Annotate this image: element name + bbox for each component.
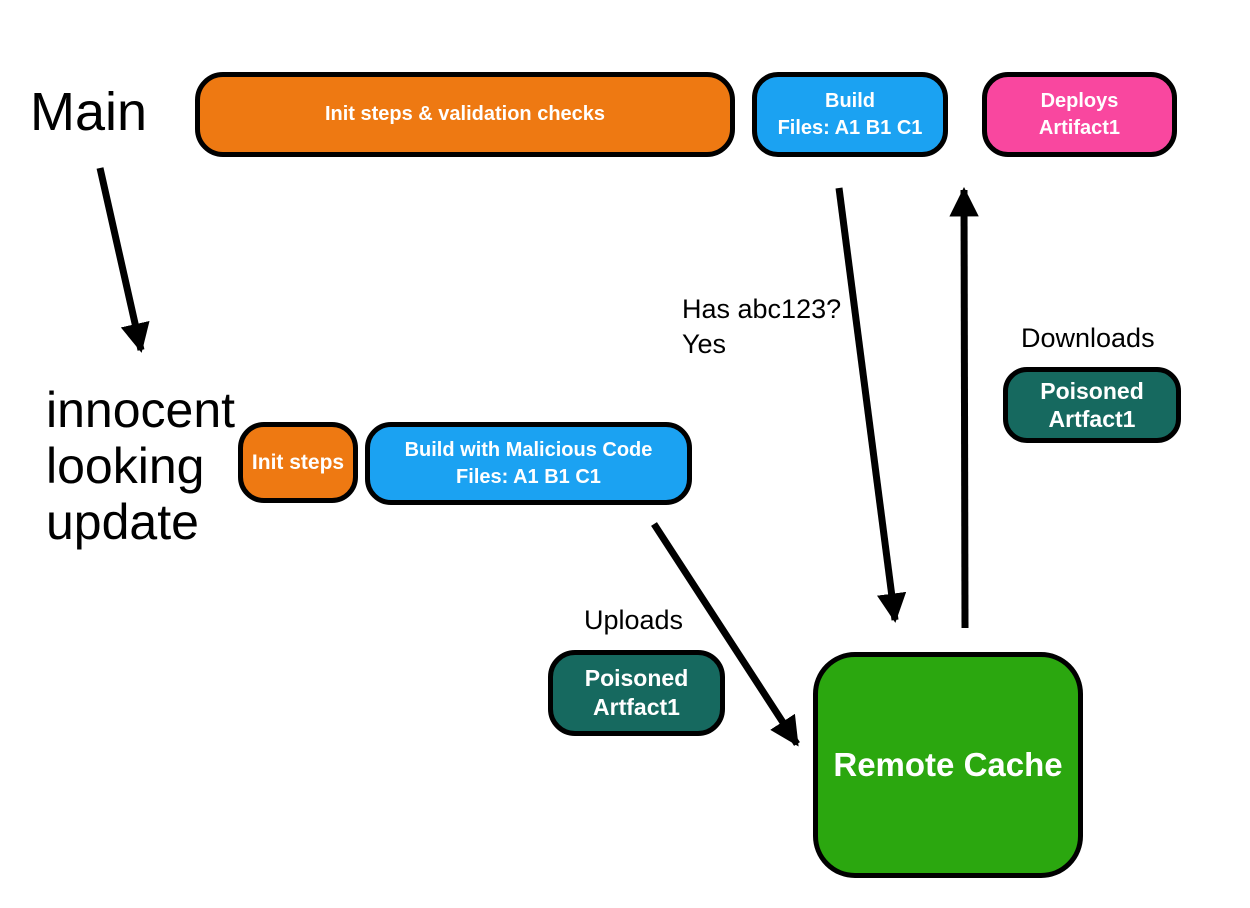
node-build-with-malicious-code: Build with Malicious Code Files: A1 B1 C… xyxy=(365,422,692,505)
node-deploys-artifact1: Deploys Artifact1 xyxy=(982,72,1177,157)
arrow-remote-cache-to-deploys xyxy=(949,187,979,629)
node-poisoned-artifact-upload: Poisoned Artfact1 xyxy=(548,650,725,736)
arrow-build-to-remote-cache xyxy=(835,187,907,623)
node-remote-cache: Remote Cache xyxy=(813,652,1083,878)
uploads-edge-label: Uploads xyxy=(584,605,684,635)
innocent-update-label: innocent looking update xyxy=(46,382,236,550)
node-init-steps: Init steps xyxy=(238,422,358,503)
has-abc123-edge-label: Has abc123? Yes xyxy=(682,294,842,359)
arrow-main-to-innocent-update xyxy=(96,167,150,353)
main-branch-label: Main xyxy=(30,82,148,142)
node-init-steps-validation-checks: Init steps & validation checks xyxy=(195,72,735,157)
node-build-files: Build Files: A1 B1 C1 xyxy=(752,72,948,157)
node-poisoned-artifact-download: Poisoned Artfact1 xyxy=(1003,367,1181,443)
downloads-edge-label: Downloads xyxy=(1021,323,1155,353)
